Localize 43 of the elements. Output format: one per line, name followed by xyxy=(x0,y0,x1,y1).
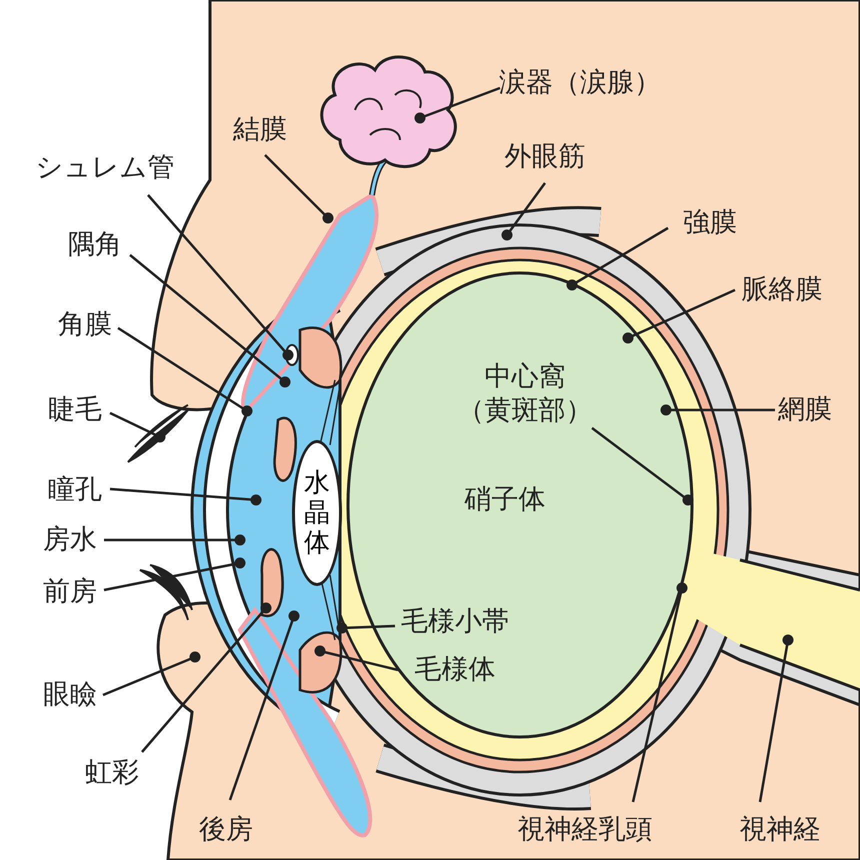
leader-line xyxy=(109,412,166,442)
leader-line xyxy=(502,182,546,240)
part-label: 涙器（涙腺） xyxy=(499,66,661,100)
leader-line xyxy=(228,610,300,800)
part-label: 強膜 xyxy=(683,206,737,240)
leader-line xyxy=(591,427,694,506)
leader-line xyxy=(622,288,736,344)
leader-line xyxy=(264,154,334,224)
part-label: 外眼筋 xyxy=(504,140,586,174)
part-label: 後房 xyxy=(199,813,253,847)
part-label: 眼瞼 xyxy=(43,678,97,712)
leader-line xyxy=(129,254,290,388)
leader-line xyxy=(141,602,272,753)
leader-line xyxy=(336,622,396,634)
part-label: 脈絡膜 xyxy=(742,273,822,307)
part-label: 結膜 xyxy=(233,113,287,147)
part-label: 視神経 xyxy=(740,813,820,847)
part-label: 硝子体 xyxy=(464,483,546,517)
part-label: 毛様体 xyxy=(414,653,496,687)
part-label: 網膜 xyxy=(778,393,832,427)
leader-line xyxy=(566,226,669,290)
part-label: 瞳孔 xyxy=(48,473,102,507)
leader-line xyxy=(632,582,688,802)
part-label: 視神経乳頭 xyxy=(518,813,652,847)
leader-line xyxy=(758,634,794,802)
leader-line xyxy=(147,194,294,360)
part-label: 角膜 xyxy=(58,308,112,342)
part-label: 毛様小帯 xyxy=(401,605,509,639)
part-label: 隅角 xyxy=(68,228,122,262)
leader-line xyxy=(102,652,200,696)
part-label: シュレム管 xyxy=(36,151,174,185)
part-label: 房水 xyxy=(43,523,97,557)
leader-line xyxy=(314,646,398,672)
leader-line xyxy=(414,86,500,124)
part-label: 虹彩 xyxy=(85,756,139,790)
leader-line xyxy=(660,404,775,416)
leader-line xyxy=(104,534,246,546)
part-label: 中心窩（黄斑部） xyxy=(450,360,600,428)
leader-line xyxy=(117,326,252,416)
leader-line xyxy=(110,488,262,506)
leader-line xyxy=(104,558,246,592)
part-label: 睫毛 xyxy=(48,393,102,427)
part-label: 前房 xyxy=(43,575,97,609)
